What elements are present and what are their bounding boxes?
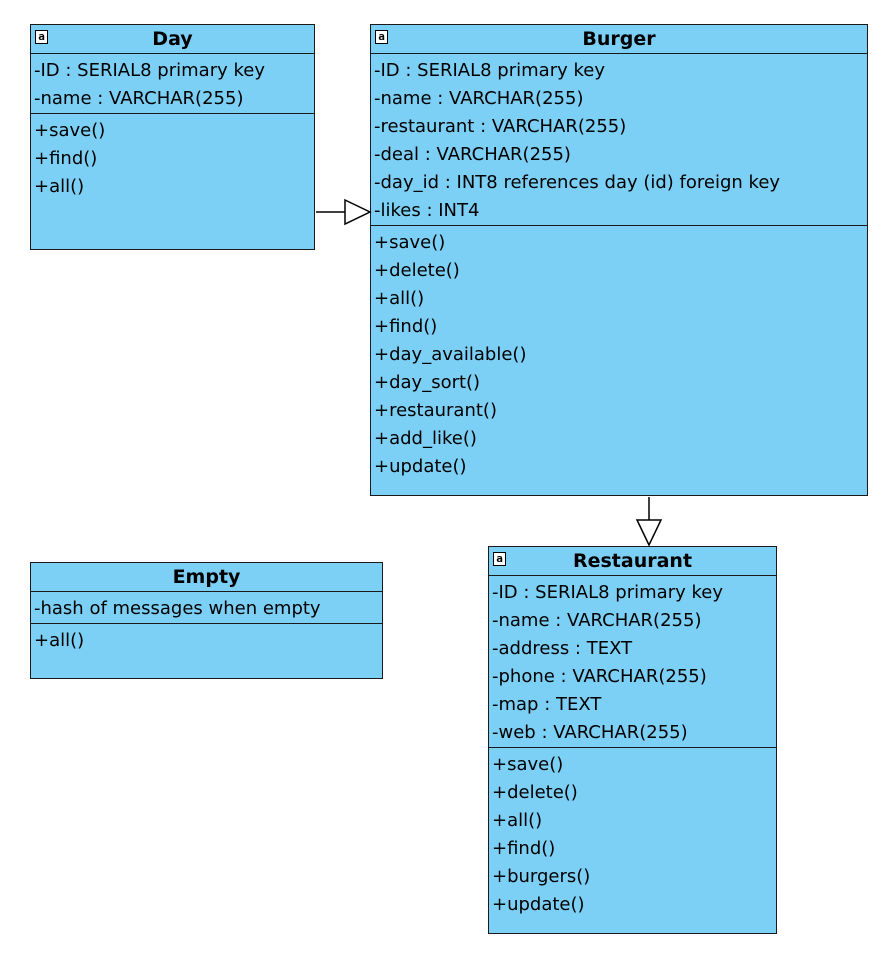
- method: +all(): [34, 176, 85, 197]
- attribute: -likes : INT4: [374, 200, 480, 221]
- class-restaurant[interactable]: a Restaurant -ID : SERIAL8 primary key -…: [488, 546, 777, 934]
- class-a-icon: a: [493, 552, 506, 566]
- class-a-icon: a: [35, 30, 48, 44]
- class-day[interactable]: a Day -ID : SERIAL8 primary key -name : …: [30, 24, 315, 250]
- attribute: -phone : VARCHAR(255): [492, 666, 707, 687]
- method: +burgers(): [492, 866, 591, 887]
- method: +find(): [492, 838, 556, 859]
- method: +save(): [492, 754, 564, 775]
- class-restaurant-name: Restaurant: [572, 550, 693, 572]
- class-empty-attributes: -hash of messages when empty: [31, 592, 382, 624]
- class-empty[interactable]: Empty -hash of messages when empty +all(…: [30, 562, 383, 679]
- class-day-name: Day: [152, 28, 193, 50]
- attribute: -ID : SERIAL8 primary key: [492, 582, 723, 603]
- attribute: -address : TEXT: [492, 638, 633, 659]
- class-day-methods: +save() +find() +all(): [31, 114, 314, 201]
- class-day-header: a Day: [31, 25, 314, 54]
- attribute: -map : TEXT: [492, 694, 602, 715]
- method: +update(): [374, 456, 467, 477]
- attribute: -ID : SERIAL8 primary key: [374, 60, 605, 81]
- attribute: -web : VARCHAR(255): [492, 722, 688, 743]
- class-empty-methods: +all(): [31, 624, 382, 655]
- generalization-burger-restaurant: [635, 497, 663, 547]
- attribute: -hash of messages when empty: [34, 598, 321, 619]
- attribute: -name : VARCHAR(255): [34, 88, 244, 109]
- attribute: -name : VARCHAR(255): [374, 88, 584, 109]
- class-restaurant-methods: +save() +delete() +all() +find() +burger…: [489, 748, 776, 919]
- method: +delete(): [374, 260, 460, 281]
- class-empty-name: Empty: [172, 566, 241, 588]
- attribute: -restaurant : VARCHAR(255): [374, 116, 627, 137]
- method: +all(): [34, 630, 85, 651]
- attribute: -deal : VARCHAR(255): [374, 144, 571, 165]
- method: +update(): [492, 894, 585, 915]
- class-burger-name: Burger: [582, 28, 656, 50]
- method: +all(): [374, 288, 425, 309]
- method: +restaurant(): [374, 400, 497, 421]
- class-burger[interactable]: a Burger -ID : SERIAL8 primary key -name…: [370, 24, 868, 496]
- method: +add_like(): [374, 428, 477, 449]
- class-restaurant-attributes: -ID : SERIAL8 primary key -name : VARCHA…: [489, 576, 776, 748]
- attribute: -name : VARCHAR(255): [492, 610, 702, 631]
- class-a-icon: a: [375, 30, 388, 44]
- attribute: -day_id : INT8 references day (id) forei…: [374, 172, 781, 193]
- method: +find(): [374, 316, 438, 337]
- class-restaurant-header: a Restaurant: [489, 547, 776, 576]
- class-empty-header: Empty: [31, 563, 382, 592]
- method: +save(): [34, 120, 106, 141]
- method: +delete(): [492, 782, 578, 803]
- method: +day_available(): [374, 344, 527, 365]
- class-burger-methods: +save() +delete() +all() +find() +day_av…: [371, 226, 867, 481]
- method: +save(): [374, 232, 446, 253]
- method: +find(): [34, 148, 98, 169]
- class-burger-header: a Burger: [371, 25, 867, 54]
- generalization-day-burger: [316, 198, 372, 226]
- attribute: -ID : SERIAL8 primary key: [34, 60, 265, 81]
- class-burger-attributes: -ID : SERIAL8 primary key -name : VARCHA…: [371, 54, 867, 226]
- method: +all(): [492, 810, 543, 831]
- method: +day_sort(): [374, 372, 481, 393]
- class-day-attributes: -ID : SERIAL8 primary key -name : VARCHA…: [31, 54, 314, 114]
